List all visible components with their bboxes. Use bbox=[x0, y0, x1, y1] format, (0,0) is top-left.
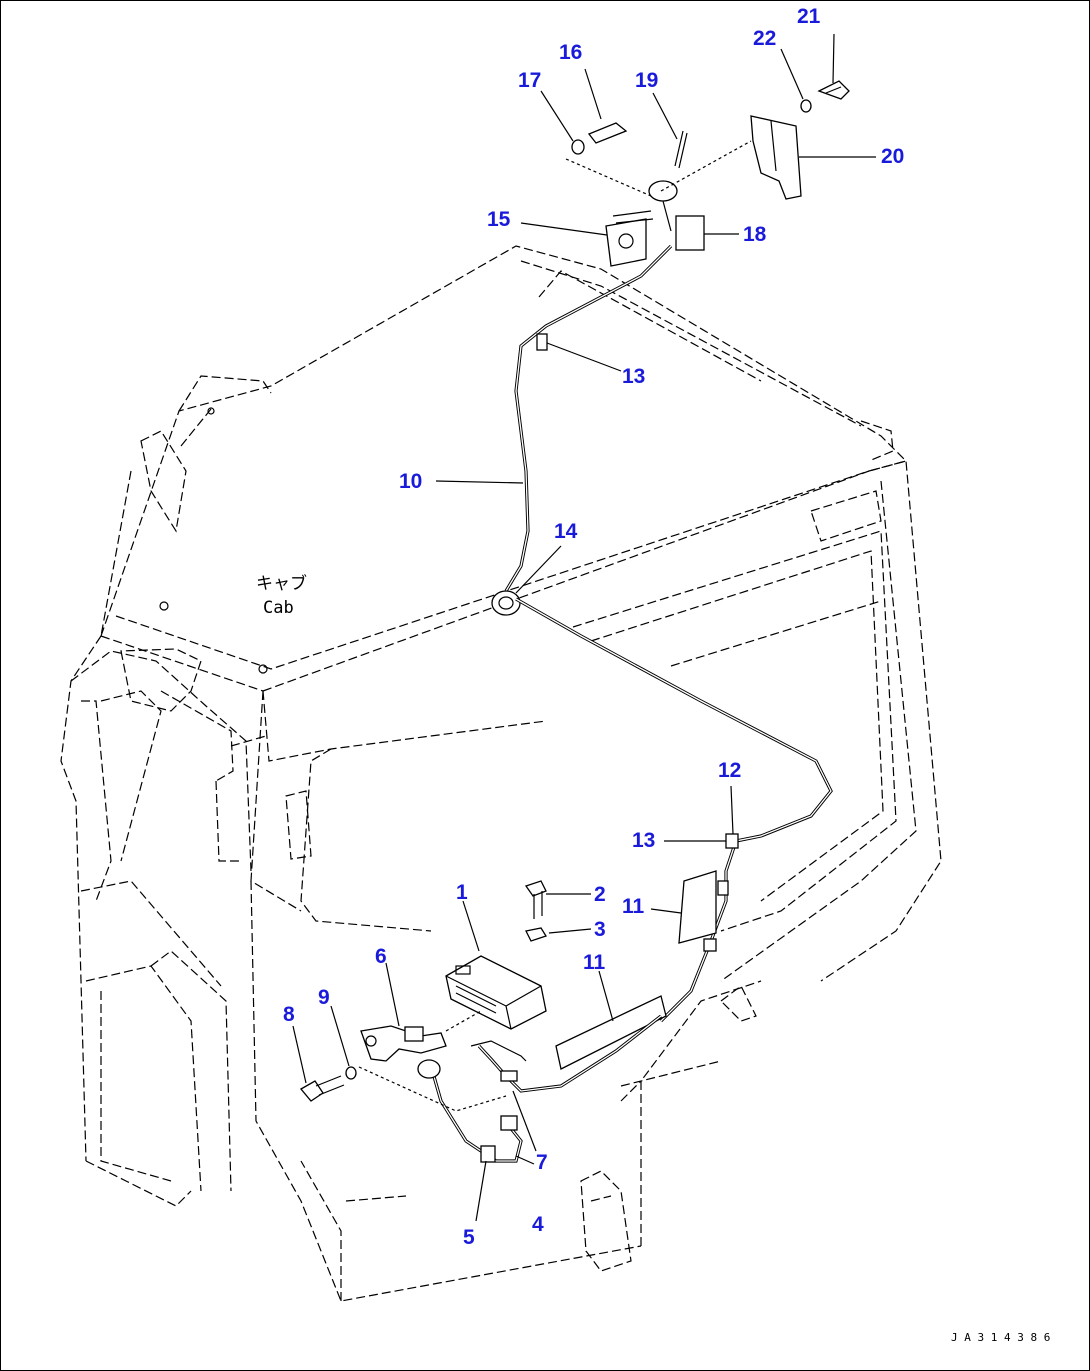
nut-3 bbox=[525, 927, 547, 942]
washer-22 bbox=[800, 99, 812, 113]
bracket-20 bbox=[750, 115, 802, 200]
callout-13-lower: 13 bbox=[632, 829, 655, 852]
callout-11-lower: 11 bbox=[583, 951, 606, 974]
callout-4: 4 bbox=[532, 1213, 544, 1236]
callout-13-upper: 13 bbox=[622, 365, 645, 388]
washer-17 bbox=[571, 139, 585, 155]
callout-20: 20 bbox=[881, 145, 904, 168]
callout-5: 5 bbox=[463, 1226, 475, 1249]
callout-15: 15 bbox=[487, 208, 511, 231]
callout-8: 8 bbox=[283, 1003, 295, 1026]
cab-label-jp: キャブ bbox=[256, 573, 307, 594]
callout-17: 17 bbox=[518, 69, 541, 92]
callout-16: 16 bbox=[559, 41, 582, 64]
washer-9 bbox=[345, 1066, 357, 1080]
callout-6: 6 bbox=[375, 945, 387, 968]
top-bracket-assembly bbox=[565, 80, 850, 267]
bolt-2 bbox=[524, 880, 547, 897]
controller-1 bbox=[445, 955, 547, 1030]
box-18 bbox=[675, 215, 705, 251]
bracket-15 bbox=[605, 218, 647, 267]
bracket-6 bbox=[360, 1025, 447, 1062]
callout-2: 2 bbox=[594, 883, 606, 906]
callout-9: 9 bbox=[318, 986, 330, 1009]
bolt-16 bbox=[587, 122, 628, 144]
callout-numbers: 1 2 3 4 5 6 7 8 9 10 11 11 12 13 13 14 1… bbox=[283, 5, 904, 1249]
callout-11-upper: 11 bbox=[622, 895, 645, 918]
callout-18: 18 bbox=[743, 223, 767, 246]
leader-lines bbox=[292, 33, 876, 1222]
callout-19: 19 bbox=[635, 69, 658, 92]
cab-label-en: Cab bbox=[263, 598, 294, 618]
drawing-number: J A 3 1 4 3 8 6 bbox=[951, 1331, 1050, 1344]
box-11-upper bbox=[678, 870, 717, 944]
box-11-lower bbox=[555, 995, 667, 1070]
callout-21: 21 bbox=[797, 5, 821, 28]
callout-10: 10 bbox=[399, 470, 422, 493]
lower-assembly bbox=[300, 870, 717, 1163]
callout-14: 14 bbox=[554, 520, 578, 543]
callout-3: 3 bbox=[594, 918, 606, 941]
callout-7: 7 bbox=[536, 1151, 548, 1174]
callout-12: 12 bbox=[718, 759, 741, 782]
cab-outline bbox=[60, 245, 942, 1302]
callout-22: 22 bbox=[753, 27, 776, 50]
cable-10 bbox=[491, 244, 833, 1023]
callout-1: 1 bbox=[456, 881, 468, 904]
